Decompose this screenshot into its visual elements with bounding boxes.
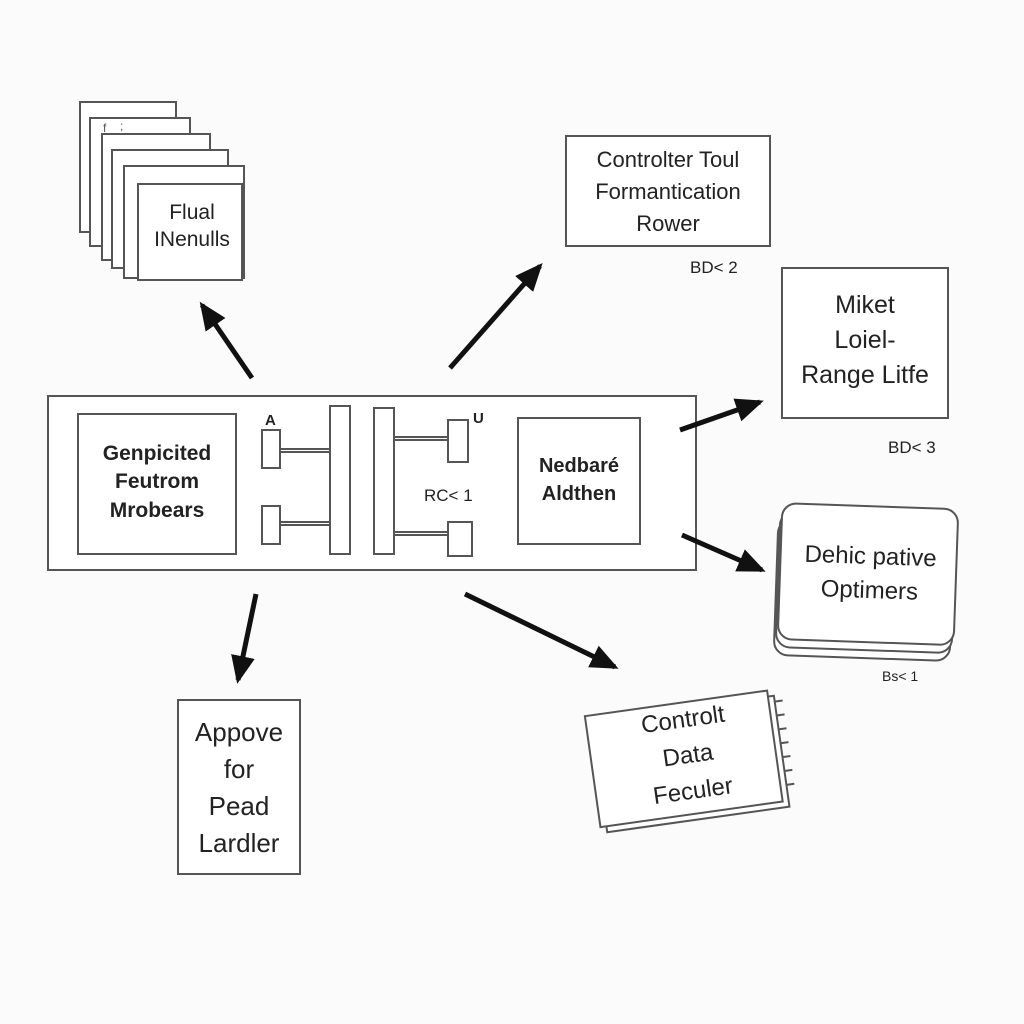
center-left-line2: Feutrom [115,470,199,494]
arrow-to-right-mid [679,398,764,433]
center-right-line1: Nedbaré [538,455,620,477]
node-bottom-right-line3: Feculer [651,772,735,811]
node-top-right-line1: Controlter Toul [596,147,740,172]
node-top-left-line2: INenulls [154,227,230,251]
node-right-low-card [773,502,959,662]
arrow-to-top-right [448,263,543,370]
connector-label-a: A [265,412,276,429]
node-right-low-caption: Bs< 1 [882,668,919,684]
arrow-to-top-left [199,301,255,380]
node-bottom-right-line1: Controlt [639,700,727,740]
node-bottom-right-book [583,689,795,834]
center-left-line3: Mrobears [109,498,205,522]
node-right-low-line1: Dehic pative [804,540,938,573]
connector-graphic [261,405,473,557]
node-right-mid-line1: Miket [835,291,895,319]
node-right-low-label: Dehic pative Optimers [781,537,959,610]
document-stack-icon [79,101,245,281]
node-right-mid-line3: Range Litfe [801,361,929,389]
center-left-block-label: Genpicited Feutrom Mrobears [78,440,236,525]
center-right-block-label: Nedbaré Aldthen [518,452,640,508]
node-top-right-line2: Formantication [595,178,741,204]
node-right-low-line2: Optimers [820,574,919,606]
center-right-line2: Aldthen [541,483,617,505]
node-top-left-line1: Flual [169,201,215,224]
node-top-right-label: Controlter Toul Formantication Rower [566,144,770,240]
connector-caption: RC< 1 [424,486,473,505]
svg-text:;: ; [120,119,123,133]
node-right-mid-line2: Loiel- [834,326,896,354]
left-inner-block [77,413,237,555]
arrow-to-bottom-left [231,593,259,684]
node-right-mid-label: Miket Loiel- Range Litfe [782,288,948,393]
arrow-to-bottom-right [463,591,619,670]
node-top-right-caption: BD< 2 [690,258,738,277]
node-top-left-label: Flual INenulls [140,200,244,254]
node-top-right-line3: Rower [636,210,700,236]
right-inner-block [517,417,641,545]
node-bottom-left-line4: Lardler [198,827,280,858]
node-bottom-left-label: Appove for Pead Lardler [178,714,300,862]
node-bottom-right-line2: Data [660,738,715,773]
node-right-mid-caption: BD< 3 [888,438,936,457]
node-bottom-left-box [177,699,301,875]
node-bottom-left-line3: Pead [208,790,270,821]
node-top-right-box [565,135,771,247]
arrow-to-right-low [680,532,766,573]
node-right-mid-box [781,267,949,419]
center-left-line1: Genpicited [102,442,212,465]
node-bottom-left-line1: Appove [194,717,284,747]
node-bottom-left-line2: for [223,753,255,784]
connector-label-u: U [473,410,484,427]
svg-text:f: f [103,121,107,135]
